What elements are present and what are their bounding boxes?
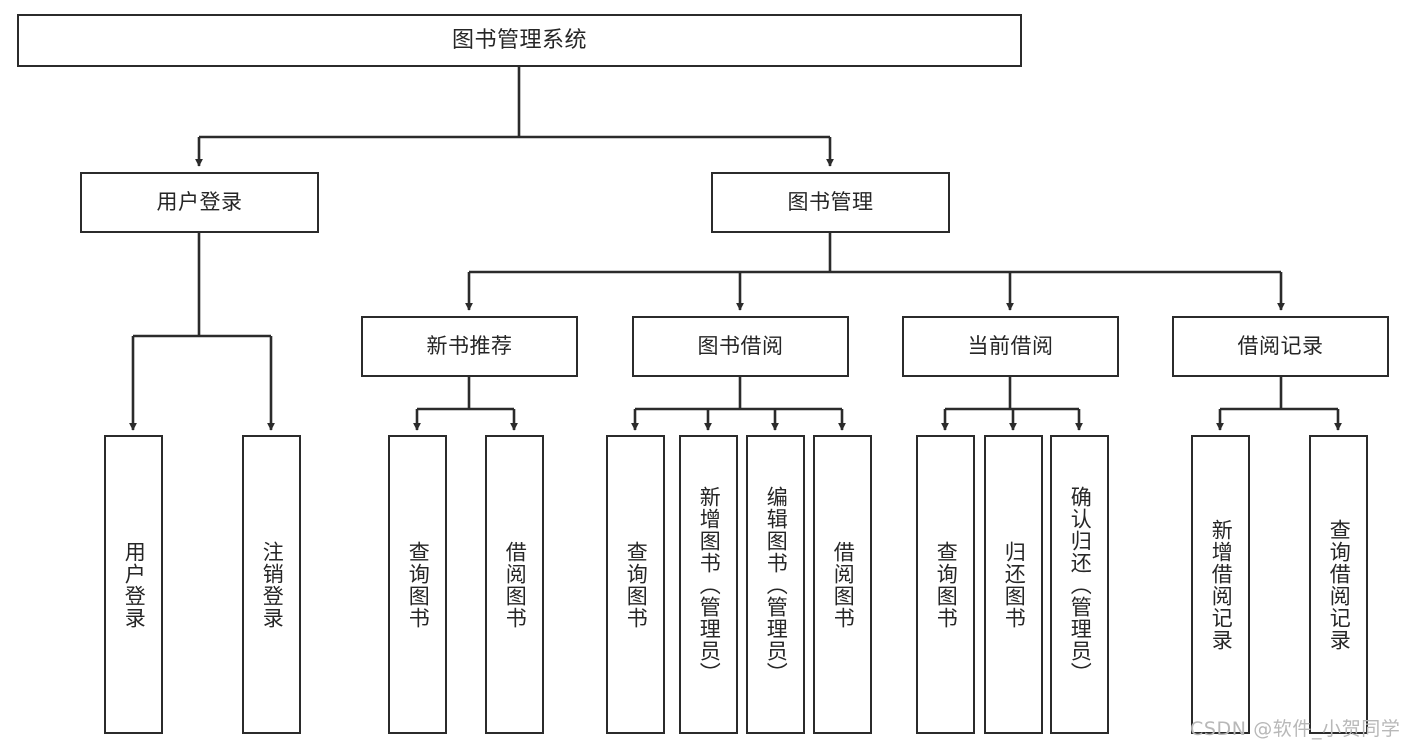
node-label: 借阅图书 <box>503 540 528 629</box>
node-leaf-confirm-return[interactable]: 确认归还（管理员） <box>1050 435 1109 734</box>
node-leaf-add-book[interactable]: 新增图书（管理员） <box>679 435 738 734</box>
node-root-book-management-system[interactable]: 图书管理系统 <box>17 14 1022 67</box>
node-leaf-edit-book[interactable]: 编辑图书（管理员） <box>746 435 805 734</box>
node-label: 编辑图书（管理员） <box>764 485 789 684</box>
node-leaf-return-book[interactable]: 归还图书 <box>984 435 1043 734</box>
node-label: 查询图书 <box>624 540 649 629</box>
node-label: 查询借阅记录 <box>1327 518 1352 651</box>
csdn-watermark: CSDN @软件_小贺同学 <box>1190 718 1401 740</box>
node-label: 用户登录 <box>156 190 243 215</box>
node-label: 归还图书 <box>1002 540 1027 629</box>
node-leaf-query-book-3[interactable]: 查询图书 <box>916 435 975 734</box>
node-leaf-user-login[interactable]: 用户登录 <box>104 435 163 734</box>
node-label: 查询图书 <box>406 540 431 629</box>
node-leaf-borrow-book-1[interactable]: 借阅图书 <box>485 435 544 734</box>
node-label: 当前借阅 <box>967 334 1054 359</box>
node-label: 确认归还（管理员） <box>1068 485 1093 684</box>
node-label: 用户登录 <box>122 540 147 629</box>
node-label: 新书推荐 <box>426 334 513 359</box>
node-borrow-record[interactable]: 借阅记录 <box>1172 316 1389 377</box>
node-label: 新增借阅记录 <box>1209 518 1234 651</box>
node-book-borrow[interactable]: 图书借阅 <box>632 316 849 377</box>
node-label: 借阅图书 <box>831 540 856 629</box>
node-leaf-query-book-2[interactable]: 查询图书 <box>606 435 665 734</box>
node-new-book-recommend[interactable]: 新书推荐 <box>361 316 578 377</box>
node-label: 图书管理系统 <box>451 27 587 53</box>
node-label: 借阅记录 <box>1237 334 1324 359</box>
node-label: 查询图书 <box>934 540 959 629</box>
node-label: 图书管理 <box>787 190 874 215</box>
node-current-borrow[interactable]: 当前借阅 <box>902 316 1119 377</box>
node-leaf-user-logout[interactable]: 注销登录 <box>242 435 301 734</box>
node-label: 图书借阅 <box>697 334 784 359</box>
node-user-login[interactable]: 用户登录 <box>80 172 319 233</box>
node-label: 注销登录 <box>260 540 285 629</box>
node-leaf-query-book-1[interactable]: 查询图书 <box>388 435 447 734</box>
node-leaf-borrow-book-2[interactable]: 借阅图书 <box>813 435 872 734</box>
node-label: 新增图书（管理员） <box>697 485 722 684</box>
node-book-manage[interactable]: 图书管理 <box>711 172 950 233</box>
node-leaf-query-record[interactable]: 查询借阅记录 <box>1309 435 1368 734</box>
node-leaf-add-record[interactable]: 新增借阅记录 <box>1191 435 1250 734</box>
